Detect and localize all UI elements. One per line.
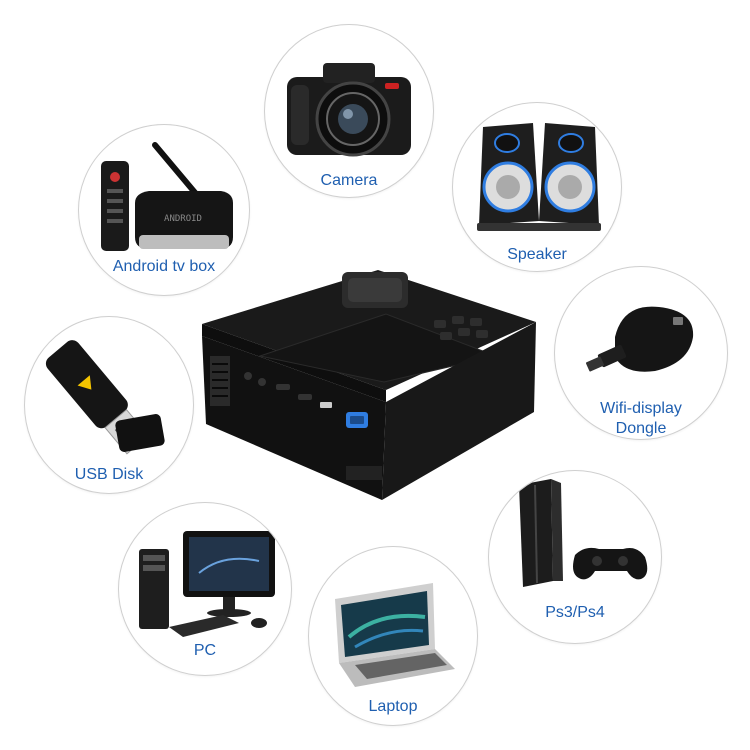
laptop-label: Laptop <box>368 698 418 715</box>
svg-text:ANDROID: ANDROID <box>164 214 202 224</box>
game-console-bubble: Ps3/Ps4 <box>488 470 662 644</box>
dongle-label-line1: Wifi-display <box>600 400 682 417</box>
camera-bubble: Camera <box>264 24 434 198</box>
pc-label: PC <box>193 642 217 659</box>
camera-label: Camera <box>320 172 378 189</box>
usb-disk-icon <box>45 340 165 455</box>
android-label: Android tv box <box>112 258 216 275</box>
camera-icon <box>287 63 411 157</box>
desktop-pc-bubble: PC <box>118 502 292 676</box>
usb-label: USB Disk <box>74 466 144 483</box>
ps-label: Ps3/Ps4 <box>545 604 605 621</box>
speaker-bubble: Speaker <box>452 102 622 272</box>
laptop-icon <box>335 583 455 687</box>
speaker-label: Speaker <box>507 246 567 263</box>
game-console-icon <box>519 479 648 587</box>
wifi-dongle-icon <box>585 306 694 372</box>
dongle-label: Wifi-display Dongle <box>555 399 727 439</box>
wifi-dongle-bubble: Wifi-display Dongle <box>554 266 728 440</box>
usb-disk-bubble: USB Disk <box>24 316 194 494</box>
speaker-icon <box>477 123 601 231</box>
projector-icon <box>202 270 536 500</box>
laptop-bubble: Laptop <box>308 546 478 726</box>
android-tv-box-bubble: ANDROID Android tv box <box>78 124 250 296</box>
dongle-label-line2: Dongle <box>615 420 667 437</box>
desktop-pc-icon <box>139 531 275 637</box>
android-tv-box-icon: ANDROID <box>101 142 233 251</box>
